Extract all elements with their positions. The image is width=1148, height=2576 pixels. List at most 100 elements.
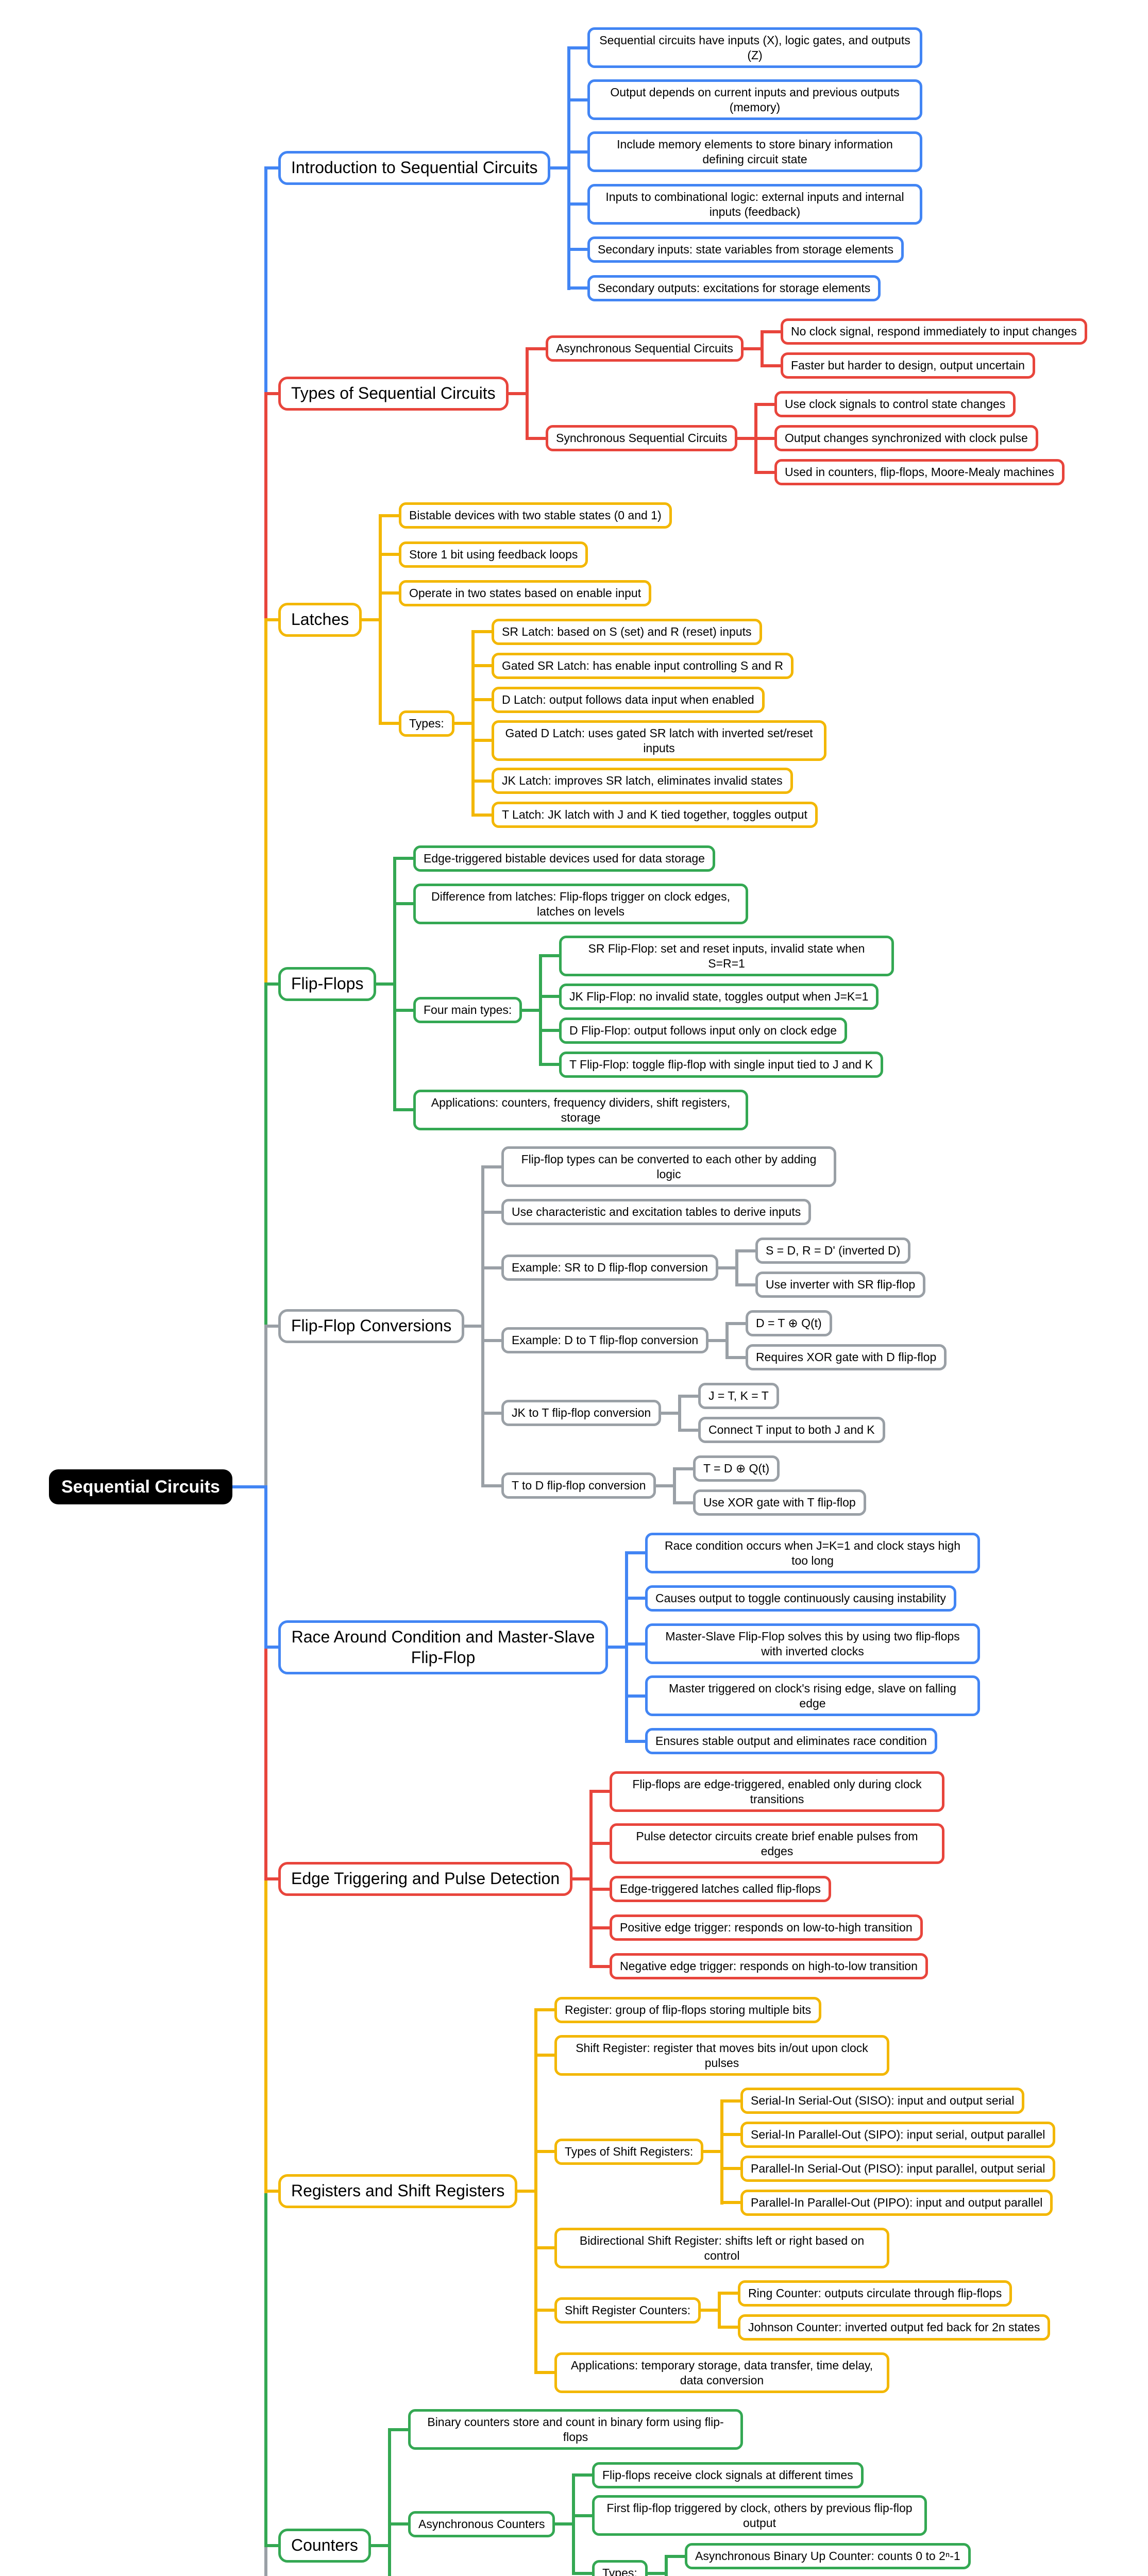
connector-line: [517, 2190, 537, 2193]
connector-line: [376, 982, 396, 986]
connector-line: [534, 2309, 554, 2312]
connector-line: [735, 1249, 755, 1252]
connector-line: [708, 1339, 729, 1342]
connector-line: [471, 698, 492, 701]
connector-line: [539, 1029, 559, 1032]
mindmap-node: Shift Register: register that moves bits…: [554, 2035, 889, 2076]
connector-line: [526, 437, 546, 440]
connector-line: [534, 2246, 554, 2249]
mindmap-node: Inputs to combinational logic: external …: [587, 184, 922, 225]
connector-line: [589, 1926, 610, 1929]
mindmap-root-node: Sequential Circuits: [49, 1469, 232, 1505]
connector-line: [526, 347, 529, 440]
branch-title: Latches: [278, 603, 362, 637]
connector-line: [608, 1646, 628, 1649]
mindmap-node: Serial-In Serial-Out (SISO): input and o…: [740, 2088, 1025, 2114]
connector-line: [539, 954, 559, 957]
connector-line: [471, 814, 492, 817]
mindmap-node: First flip-flop triggered by clock, othe…: [592, 2495, 927, 2536]
branch-title: Introduction to Sequential Circuits: [278, 151, 551, 185]
connector-line: [264, 1877, 278, 1880]
mindmap-node: Flip-flops are edge-triggered, enabled o…: [610, 1771, 944, 1812]
mindmap-node: Types of Shift Registers:: [554, 2139, 704, 2165]
connector-line: [362, 618, 382, 621]
connector-line: [567, 202, 587, 206]
connector-line: [371, 2544, 391, 2547]
connector-line: [718, 2292, 738, 2295]
mindmap-node: Gated D Latch: uses gated SR latch with …: [492, 720, 826, 761]
branch-title: Counters: [278, 2529, 371, 2563]
mindmap-node: Four main types:: [413, 997, 522, 1023]
mindmap-node: Types:: [592, 2560, 648, 2576]
connector-line: [720, 2167, 740, 2170]
mindmap-node: Serial-In Parallel-Out (SIPO): input ser…: [740, 2122, 1056, 2148]
connector-line: [725, 1322, 729, 1359]
connector-line: [481, 1165, 484, 1487]
branch-title: Edge Triggering and Pulse Detection: [278, 1862, 573, 1896]
mindmap-node: Flip-flops receive clock signals at diff…: [592, 2462, 864, 2488]
mindmap-node: Parallel-In Serial-Out (PISO): input par…: [740, 2156, 1056, 2182]
mindmap-node: D = T ⊕ Q(t): [746, 1310, 832, 1336]
connector-line: [264, 1646, 278, 1649]
mindmap-node: Include memory elements to store binary …: [587, 131, 922, 173]
connector-line: [264, 982, 267, 1488]
connector-line: [572, 2514, 592, 2517]
mindmap-node: Positive edge trigger: responds on low-t…: [610, 1914, 923, 1941]
mindmap-node: J = T, K = T: [698, 1383, 779, 1409]
connector-line: [625, 1740, 645, 1743]
connector-line: [673, 1467, 693, 1470]
connector-line: [678, 1395, 681, 1432]
mindmap-node: Difference from latches: Flip-flops trig…: [413, 884, 748, 925]
mindmap-node: Ensures stable output and eliminates rac…: [645, 1728, 937, 1754]
mindmap-node: Negative edge trigger: responds on high-…: [610, 1953, 928, 1979]
connector-line: [661, 1412, 681, 1415]
connector-line: [264, 1485, 267, 1880]
connector-line: [737, 437, 757, 440]
connector-line: [393, 857, 413, 860]
connector-line: [471, 664, 492, 667]
connector-line: [526, 347, 546, 350]
connector-line: [572, 2473, 592, 2477]
connector-line: [393, 902, 413, 905]
connector-line: [673, 1501, 693, 1504]
connector-line: [264, 2544, 278, 2547]
connector-line: [567, 46, 570, 290]
connector-line: [481, 1484, 501, 1487]
mindmap-node: Applications: counters, frequency divide…: [413, 1090, 748, 1131]
connector-line: [534, 2150, 554, 2153]
connector-line: [264, 166, 278, 170]
connector-line: [625, 1642, 645, 1646]
mindmap-node: Bistable devices with two stable states …: [399, 502, 672, 529]
connector-line: [454, 722, 475, 725]
mindmap-node: Use clock signals to control state chang…: [774, 391, 1016, 417]
mindmap-node: Use inverter with SR flip-flop: [755, 1272, 926, 1298]
connector-line: [572, 2572, 592, 2575]
connector-line: [509, 392, 529, 395]
mindmap-node: Output changes synchronized with clock p…: [774, 425, 1038, 451]
connector-line: [567, 150, 587, 154]
mindmap-node: Race condition occurs when J=K=1 and clo…: [645, 1533, 980, 1574]
mindmap-node: D Latch: output follows data input when …: [492, 687, 765, 713]
mindmap-node: Register: group of flip-flops storing mu…: [554, 1997, 822, 2023]
connector-line: [481, 1339, 501, 1342]
connector-line: [754, 403, 774, 406]
mindmap-node: Ring Counter: outputs circulate through …: [738, 2280, 1012, 2307]
connector-line: [625, 1551, 628, 1743]
connector-line: [720, 2133, 740, 2136]
connector-line: [625, 1694, 645, 1698]
connector-line: [761, 364, 781, 367]
connector-line: [464, 1325, 484, 1328]
connector-line: [471, 739, 492, 742]
mindmap-node: Johnson Counter: inverted output fed bac…: [738, 2314, 1051, 2341]
connector-line: [481, 1412, 501, 1415]
connector-line: [471, 630, 475, 816]
connector-line: [567, 46, 587, 49]
connector-line: [393, 1009, 413, 1012]
connector-line: [572, 1877, 593, 1880]
mindmap-node: Example: D to T flip-flop conversion: [501, 1327, 709, 1353]
connector-line: [701, 2309, 721, 2312]
connector-line: [718, 2326, 738, 2329]
connector-line: [735, 1249, 738, 1286]
connector-line: [264, 2190, 278, 2193]
